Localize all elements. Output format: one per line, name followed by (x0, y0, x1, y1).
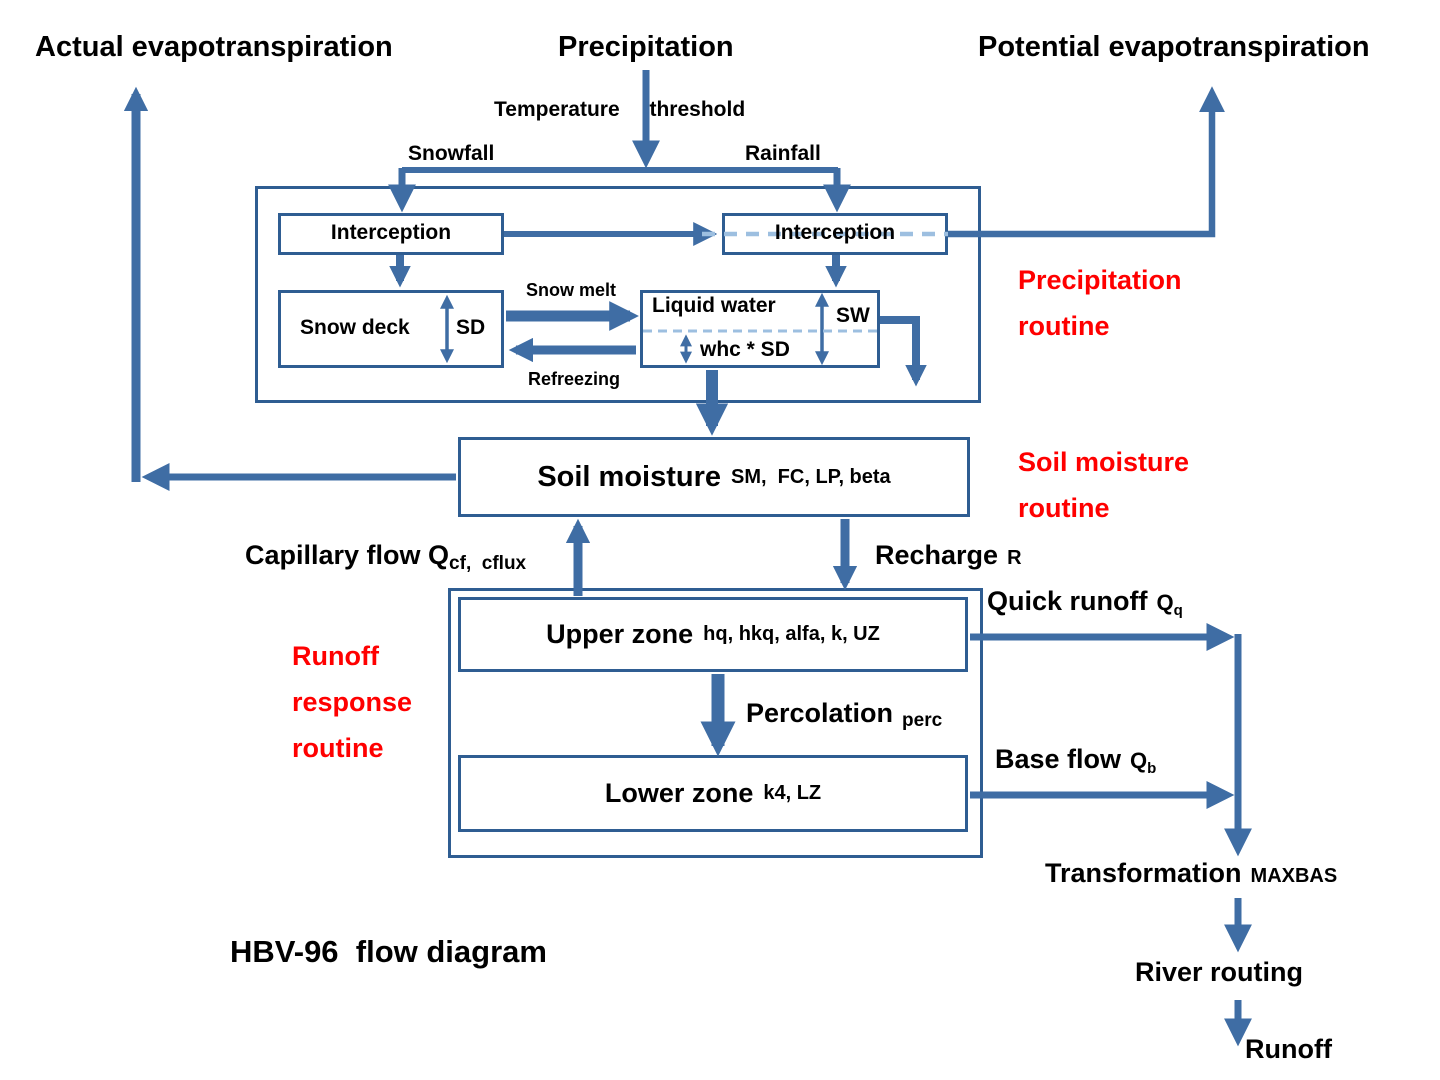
liquid-water-label: Liquid water (652, 294, 776, 317)
interception-left-label: Interception (330, 221, 452, 244)
precipitation-label: Precipitation (558, 31, 734, 63)
base-flow-label: Base flow Qb (995, 744, 1157, 777)
upper-zone-box: Upper zone hq, hkq, alfa, k, UZ (458, 597, 968, 672)
runoff-response-routine-label: Runoff response routine (292, 641, 413, 763)
liquid-water-box (640, 290, 880, 368)
interception-left-box (278, 213, 504, 255)
sd-label: SD (456, 316, 486, 339)
interception-right-label: Interception (774, 221, 896, 244)
capillary-flow-text: Capillary flow Q (245, 540, 450, 570)
percolation-sub: perc (902, 710, 943, 731)
recharge-sub: R (1007, 547, 1022, 569)
snow-deck-label: Snow deck (300, 316, 410, 339)
refreezing-label: Refreezing (528, 369, 621, 389)
quick-runoff-subscript: q (1173, 602, 1183, 619)
precipitation-routine-outer-box (255, 186, 981, 403)
potential-evapotranspiration-label: Potential evapotranspiration (978, 31, 1370, 63)
actual-evapotranspiration-label: Actual evapotranspiration (35, 31, 393, 63)
quick-runoff-text: Quick runoff (987, 586, 1148, 616)
runoff-label: Runoff (1245, 1034, 1332, 1064)
upper-zone-params: hq, hkq, alfa, k, UZ (703, 623, 880, 645)
snow-deck-box (278, 290, 504, 368)
capillary-flow-sub: cf, cflux (449, 553, 527, 574)
temperature-threshold-label: Temperature threshold (494, 98, 746, 121)
lower-zone-params: k4, LZ (763, 782, 822, 804)
recharge-label: Recharge R (875, 540, 1022, 571)
lower-zone-box: Lower zone k4, LZ (458, 755, 968, 832)
rainfall-label: Rainfall (745, 142, 821, 165)
snow-melt-label: Snow melt (526, 280, 617, 300)
river-routing-label: River routing (1135, 957, 1304, 987)
percolation-label: Percolation perc (746, 698, 943, 731)
transformation-label: Transformation MAXBAS (1045, 858, 1337, 889)
potential-et-up-arrow (948, 86, 1225, 238)
soil-moisture-routine-label: Soil moisture routine (1018, 447, 1190, 523)
diagram-title: HBV-96 flow diagram (230, 934, 547, 969)
base-flow-subscript: b (1147, 760, 1157, 777)
base-flow-text: Base flow (995, 744, 1122, 774)
percolation-text: Percolation (746, 698, 894, 728)
soil-moisture-box: Soil moisture SM, FC, LP, beta (458, 437, 970, 517)
snowfall-label: Snowfall (408, 142, 495, 165)
precipitation-routine-label: Precipitation routine (1018, 265, 1182, 341)
quick-runoff-label: Quick runoff Qq (987, 586, 1183, 619)
recharge-text: Recharge (875, 540, 999, 570)
lower-zone-title: Lower zone (604, 778, 754, 808)
soil-moisture-params: SM, FC, LP, beta (731, 465, 891, 488)
transformation-text: Transformation (1045, 858, 1242, 888)
soil-moisture-title: Soil moisture (537, 460, 722, 493)
quick-runoff-symbol: Q (1156, 590, 1174, 615)
upper-zone-title: Upper zone (546, 619, 694, 649)
capillary-flow-label: Capillary flow Qcf, cflux (245, 540, 527, 574)
liquid-water-overflow-arrow (880, 316, 927, 387)
runoff-response-outer-box (448, 588, 983, 858)
transformation-sub: MAXBAS (1250, 865, 1338, 887)
base-flow-symbol: Q (1130, 748, 1148, 773)
sw-label: SW (836, 304, 870, 327)
whc-sd-label: whc * SD (700, 338, 790, 361)
